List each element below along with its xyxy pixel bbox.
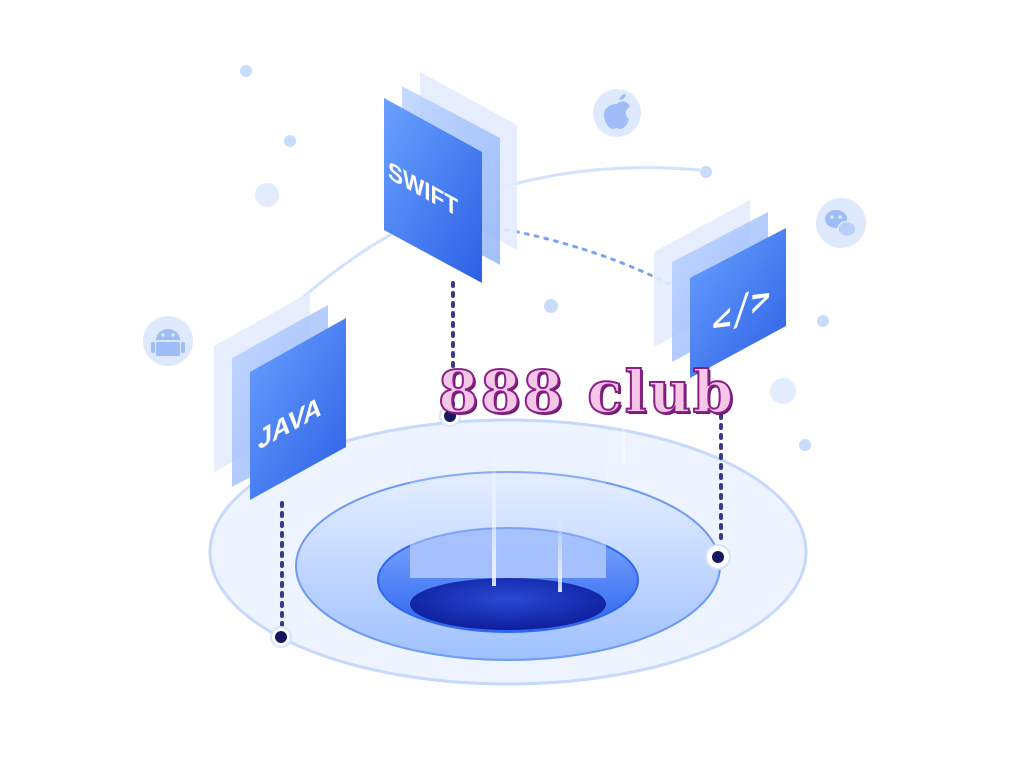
- apple-icon: [593, 89, 641, 137]
- light-beams: [492, 345, 625, 592]
- java-card-stack: JAVA: [214, 292, 346, 500]
- connector-lines: [280, 281, 723, 627]
- wechat-icon: [816, 198, 866, 248]
- swift-card-stack: SWIFT: [384, 72, 517, 283]
- connector-nodes: [270, 405, 731, 648]
- android-icon: [143, 316, 193, 366]
- code-card-stack: </>: [654, 200, 786, 378]
- light-column: [410, 428, 606, 578]
- overlay-watermark-title: 888 club: [437, 358, 736, 426]
